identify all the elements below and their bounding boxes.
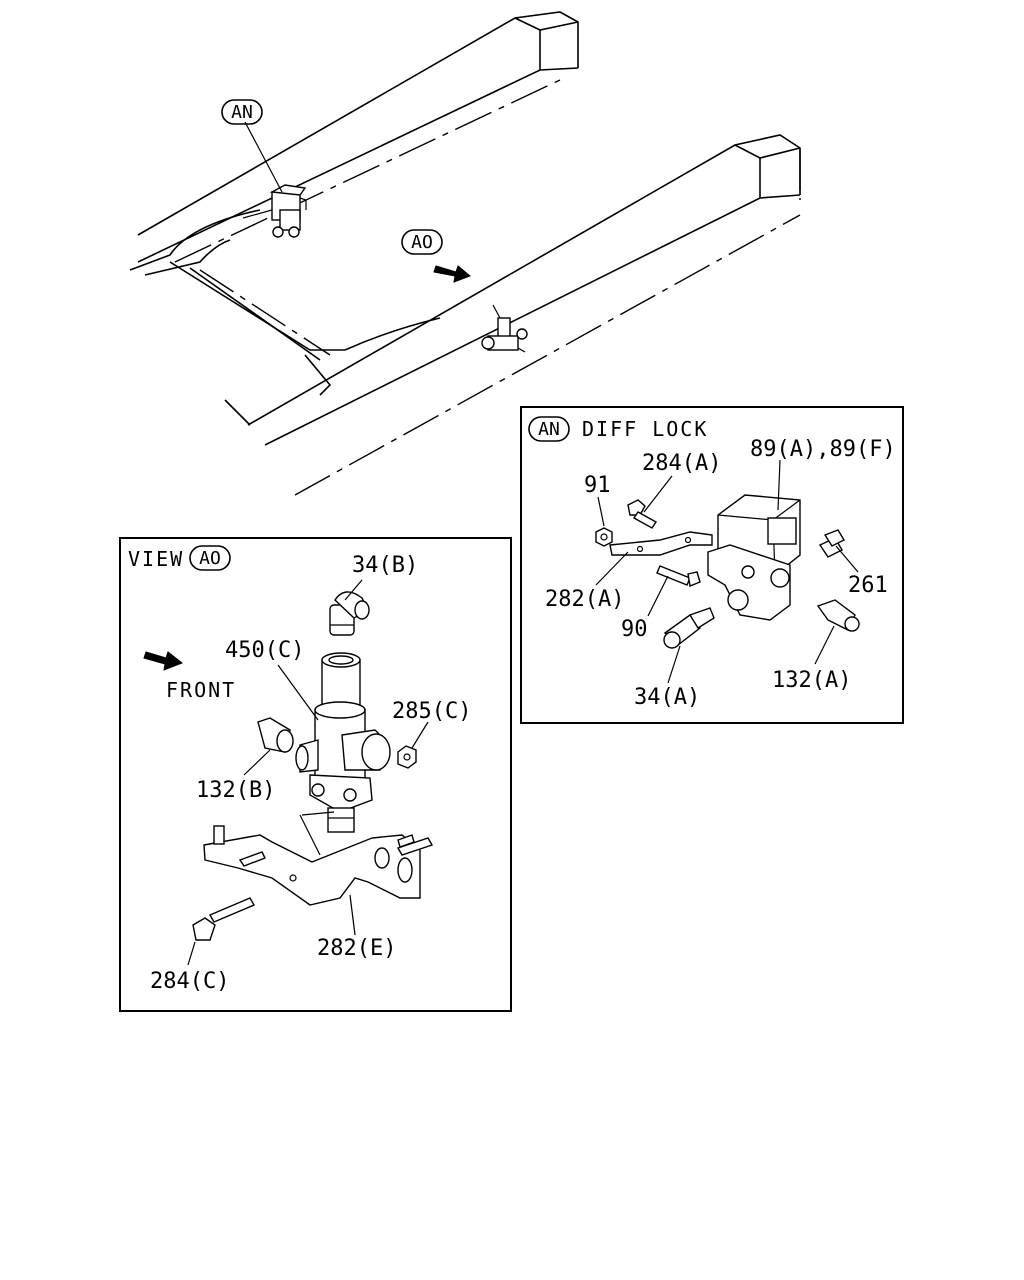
label-91: 91 xyxy=(584,473,611,498)
nut-91 xyxy=(595,527,613,547)
elbow-fitting-34b xyxy=(329,591,370,636)
callout-ao-box: AO xyxy=(189,545,231,571)
label-282a: 282(A) xyxy=(545,587,624,612)
svg-text:AN: AN xyxy=(538,419,560,440)
diff-lock-valve-location xyxy=(242,184,307,238)
label-284c: 284(C) xyxy=(150,969,229,994)
label-34b: 34(B) xyxy=(352,553,418,578)
svg-text:AN: AN xyxy=(231,102,253,123)
label-132a: 132(A) xyxy=(772,668,851,693)
arrow-icon xyxy=(433,265,471,283)
front-label: FRONT xyxy=(166,678,236,702)
fitting-261 xyxy=(818,529,845,558)
callout-an-box: AN xyxy=(528,416,570,442)
view-ao-box: VIEW AO FRONT xyxy=(119,537,512,1012)
fitting-132a xyxy=(816,599,860,632)
bolt-284a xyxy=(627,499,658,529)
label-282e: 282(E) xyxy=(317,936,396,961)
bracket-282a xyxy=(609,531,713,556)
fitting-132b xyxy=(257,717,294,753)
label-284a: 284(A) xyxy=(642,451,721,476)
view-ao-location xyxy=(481,304,528,353)
label-34a: 34(A) xyxy=(634,685,700,710)
bracket-282e xyxy=(203,825,434,906)
label-132b: 132(B) xyxy=(196,778,275,803)
label-90: 90 xyxy=(621,617,648,642)
view-title: VIEW xyxy=(128,547,184,571)
label-261: 261 xyxy=(848,573,888,598)
nut-285c xyxy=(397,745,417,769)
callout-an-top: AN xyxy=(221,99,263,125)
callout-ao-top: AO xyxy=(401,229,443,255)
diff-lock-title: DIFF LOCK xyxy=(582,417,708,441)
bolt-284c xyxy=(192,897,255,941)
front-arrow-icon xyxy=(143,651,183,671)
solenoid-valve xyxy=(707,494,801,621)
label-89: 89(A),89(F) xyxy=(750,437,896,462)
diff-lock-box: AN DIFF LOCK xyxy=(520,406,904,724)
svg-text:AO: AO xyxy=(411,232,433,253)
bolt-90 xyxy=(656,565,701,587)
label-450c: 450(C) xyxy=(225,638,304,663)
valve-body-450c xyxy=(295,652,391,833)
label-285c: 285(C) xyxy=(392,699,471,724)
frame-overview: AN AO xyxy=(129,11,801,496)
fitting-34a xyxy=(663,607,715,649)
svg-text:AO: AO xyxy=(199,548,221,569)
